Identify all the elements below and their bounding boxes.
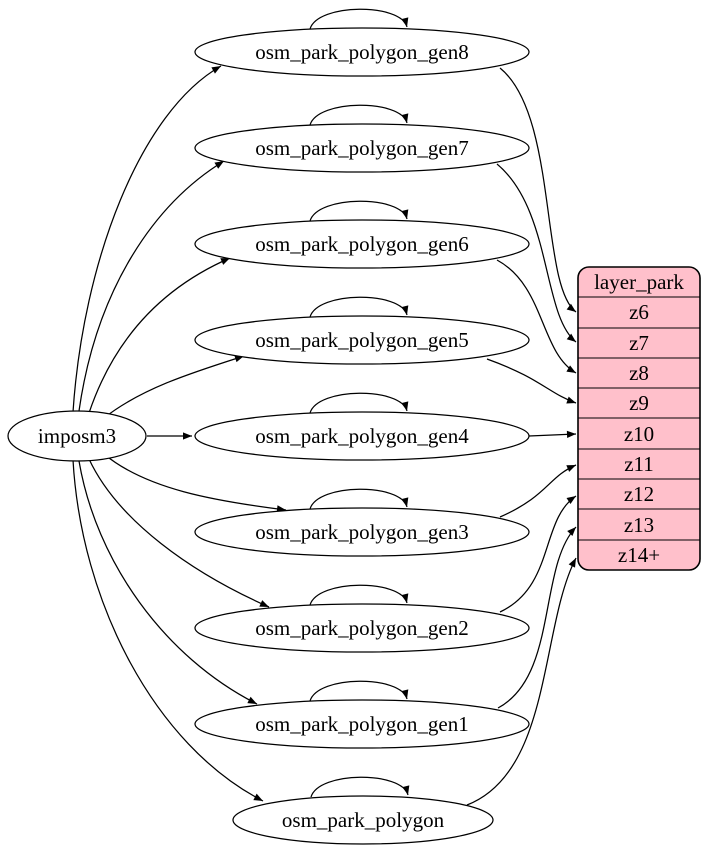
edge-gen5-to-z9 bbox=[486, 358, 577, 404]
edge-imposm3-to-gen8 bbox=[72, 65, 222, 413]
node-ellipse-gen1 bbox=[194, 699, 530, 749]
edge-gen1-to-z13 bbox=[497, 526, 577, 709]
node-label-gen8: osm_park_polygon_gen8 bbox=[255, 40, 468, 64]
layer-park-row-z6: z6 bbox=[629, 300, 649, 324]
edge-imposm3-to-gen1 bbox=[78, 460, 258, 705]
node-ellipse-gen6 bbox=[194, 219, 530, 269]
self-loop-gen6 bbox=[309, 200, 409, 222]
edge-imposm3-to-gen6 bbox=[88, 257, 231, 414]
edge-imposm3-to-gen7 bbox=[78, 160, 225, 412]
node-ellipse-gen7 bbox=[194, 123, 530, 173]
edge-imposm3-to-osm-park-polygon bbox=[72, 459, 264, 802]
node-ellipse-gen5 bbox=[194, 315, 530, 365]
node-osm-park-polygon-gen3: osm_park_polygon_gen3 bbox=[194, 507, 530, 557]
self-loop-gen8 bbox=[309, 8, 409, 30]
layer-park-row-z12: z12 bbox=[624, 482, 654, 506]
edge-gen7-to-z7 bbox=[496, 163, 577, 343]
node-ellipse-osm-park-polygon bbox=[232, 795, 494, 845]
layer-park-row-z14plus: z14+ bbox=[618, 543, 660, 567]
node-label-gen7: osm_park_polygon_gen7 bbox=[255, 136, 468, 160]
node-label-gen1: osm_park_polygon_gen1 bbox=[255, 712, 468, 736]
edge-gen8-to-z6 bbox=[499, 67, 577, 313]
self-loop-gen4 bbox=[309, 392, 409, 414]
layer-park-row-z9: z9 bbox=[629, 391, 649, 415]
edge-gen2-to-z12 bbox=[499, 495, 577, 613]
layer-park-title: layer_park bbox=[594, 270, 684, 294]
edge-gen3-to-z11 bbox=[499, 464, 577, 518]
node-label-gen6: osm_park_polygon_gen6 bbox=[255, 232, 468, 256]
node-label-gen3: osm_park_polygon_gen3 bbox=[255, 520, 468, 544]
node-osm-park-polygon-gen7: osm_park_polygon_gen7 bbox=[194, 123, 530, 173]
self-loop-gen3 bbox=[309, 488, 409, 510]
self-loop-edges bbox=[309, 8, 410, 798]
edge-osm-park-polygon-to-z14plus bbox=[466, 557, 577, 806]
self-loop-osm-park-polygon bbox=[310, 776, 410, 798]
layer-park-row-z7: z7 bbox=[629, 331, 649, 355]
node-osm-park-polygon-gen1: osm_park_polygon_gen1 bbox=[194, 699, 530, 749]
self-loop-gen2 bbox=[309, 584, 409, 606]
layer-park-row-z13: z13 bbox=[624, 513, 654, 537]
self-loop-gen1 bbox=[309, 680, 409, 702]
node-label-imposm3: imposm3 bbox=[38, 424, 116, 448]
layer-park-row-z11: z11 bbox=[624, 452, 654, 476]
layer-park-row-z8: z8 bbox=[629, 361, 649, 385]
node-osm-park-polygon: osm_park_polygon bbox=[232, 795, 494, 845]
node-osm-park-polygon-gen6: osm_park_polygon_gen6 bbox=[194, 219, 530, 269]
node-ellipse-gen8 bbox=[194, 27, 530, 77]
node-osm-park-polygon-gen8: osm_park_polygon_gen8 bbox=[194, 27, 530, 77]
node-osm-park-polygon-gen4: osm_park_polygon_gen4 bbox=[194, 411, 530, 461]
edge-imposm3-to-gen5 bbox=[103, 355, 245, 419]
node-ellipse-gen3 bbox=[194, 507, 530, 557]
node-layer-park: layer_park z6 z7 z8 z9 z10 z11 z12 z13 z… bbox=[577, 266, 701, 571]
edges-to-layer-park bbox=[466, 67, 577, 806]
node-label-gen5: osm_park_polygon_gen5 bbox=[255, 328, 468, 352]
node-osm-park-polygon-gen5: osm_park_polygon_gen5 bbox=[194, 315, 530, 365]
node-ellipse-gen2 bbox=[194, 603, 530, 653]
node-osm-park-polygon-gen2: osm_park_polygon_gen2 bbox=[194, 603, 530, 653]
self-loop-gen7 bbox=[309, 104, 409, 126]
node-ellipse-gen4 bbox=[194, 411, 530, 461]
node-label-gen2: osm_park_polygon_gen2 bbox=[255, 616, 468, 640]
node-imposm3: imposm3 bbox=[7, 410, 147, 462]
edges-from-imposm3 bbox=[72, 65, 287, 802]
self-loop-gen5 bbox=[309, 296, 409, 318]
node-ellipse-imposm3 bbox=[7, 410, 147, 462]
edge-gen6-to-z8 bbox=[496, 259, 577, 374]
node-label-gen4: osm_park_polygon_gen4 bbox=[255, 424, 469, 448]
edge-imposm3-to-gen2 bbox=[88, 458, 270, 608]
layer-park-row-z10: z10 bbox=[624, 422, 654, 446]
node-label-osm-park-polygon: osm_park_polygon bbox=[282, 808, 445, 832]
edge-gen4-to-z10 bbox=[528, 430, 577, 438]
edge-imposm3-to-gen3 bbox=[103, 453, 287, 513]
